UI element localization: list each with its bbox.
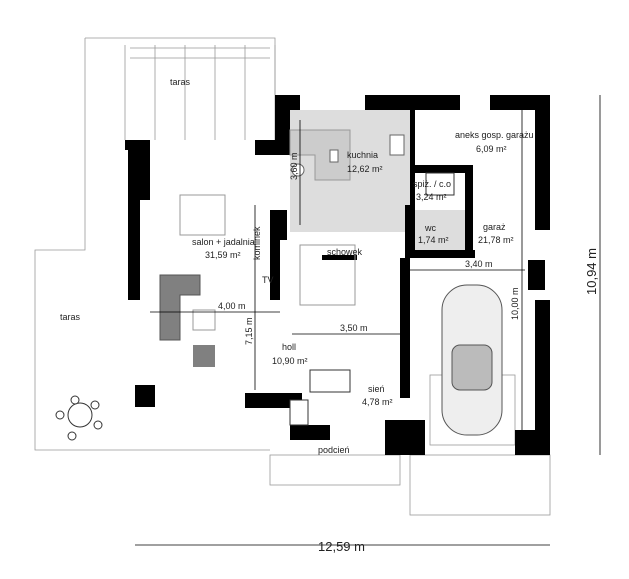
car-icon bbox=[441, 284, 503, 436]
label-salon: salon + jadalnia bbox=[192, 237, 255, 247]
area-kuchnia: 12,62 m² bbox=[347, 164, 383, 174]
label-spiz: spiż. / c.o bbox=[413, 179, 451, 189]
label-holl: holl bbox=[282, 342, 296, 352]
label-tv: TV bbox=[262, 275, 274, 285]
furniture bbox=[55, 129, 455, 441]
area-wc: 1,74 m² bbox=[418, 235, 449, 245]
dim-salon-depth: 7,15 m bbox=[244, 317, 254, 345]
dim-hall-width: 3,50 m bbox=[340, 323, 368, 333]
label-taras-top: taras bbox=[170, 77, 191, 87]
dimension-lines bbox=[135, 95, 601, 546]
label-sien: sień bbox=[368, 384, 385, 394]
area-aneks: 6,09 m² bbox=[476, 144, 507, 154]
label-kuchnia: kuchnia bbox=[347, 150, 378, 160]
label-kominek: kominek bbox=[252, 226, 262, 260]
dim-kitchen-depth: 3,60 m bbox=[289, 152, 299, 180]
dim-garage-width: 3,40 m bbox=[465, 259, 493, 269]
dim-total-depth: 10,94 m bbox=[584, 248, 599, 295]
dim-garage-depth: 10,00 m bbox=[510, 287, 520, 320]
dim-total-width: 12,59 m bbox=[318, 539, 365, 554]
terrace-outlines bbox=[34, 37, 551, 516]
label-schowek: schowek bbox=[327, 247, 363, 257]
area-sien: 4,78 m² bbox=[362, 397, 393, 407]
wc-floor bbox=[415, 210, 465, 250]
area-garaz: 21,78 m² bbox=[478, 235, 514, 245]
area-salon: 31,59 m² bbox=[205, 250, 241, 260]
label-aneks: aneks gosp. garażu bbox=[455, 130, 534, 140]
label-garaz: garaż bbox=[483, 222, 506, 232]
area-spiz: 3,24 m² bbox=[416, 192, 447, 202]
label-wc: wc bbox=[424, 223, 436, 233]
area-holl: 10,90 m² bbox=[272, 356, 308, 366]
label-podcien: podcień bbox=[318, 445, 350, 455]
label-taras-left: taras bbox=[60, 312, 81, 322]
dim-salon-width: 4,00 m bbox=[218, 301, 246, 311]
